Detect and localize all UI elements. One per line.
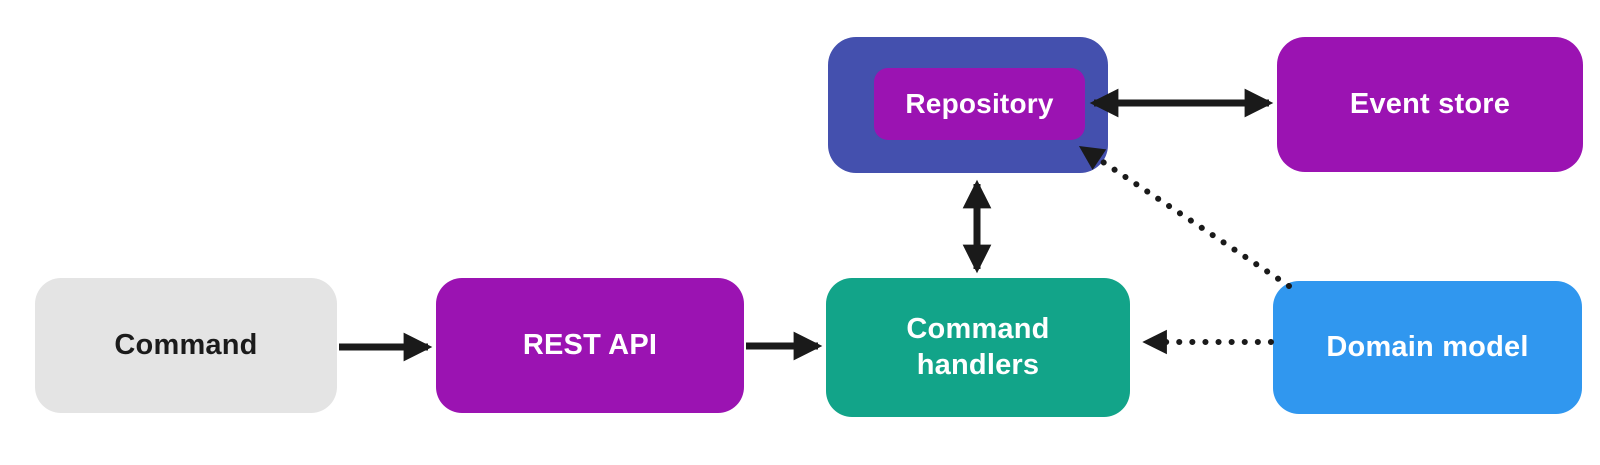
node-domain-model-label: Domain model	[1326, 330, 1529, 363]
node-command-handlers: Command handlers	[826, 278, 1130, 417]
node-command-label: Command	[114, 328, 258, 361]
node-command: Command	[35, 278, 337, 413]
node-event-store-label: Event store	[1349, 87, 1511, 120]
node-repository-label: Repository	[905, 87, 1054, 119]
node-repository: Repository	[874, 68, 1085, 140]
node-rest-api-label: REST API	[522, 328, 658, 361]
node-domain-model: Domain model	[1273, 281, 1582, 414]
node-rest-api: REST API	[436, 278, 744, 413]
node-command-handlers-label: Command handlers	[906, 313, 1050, 381]
node-event-store: Event store	[1277, 37, 1583, 172]
edge-domain-model-to-repository-dotted	[1078, 145, 1292, 289]
